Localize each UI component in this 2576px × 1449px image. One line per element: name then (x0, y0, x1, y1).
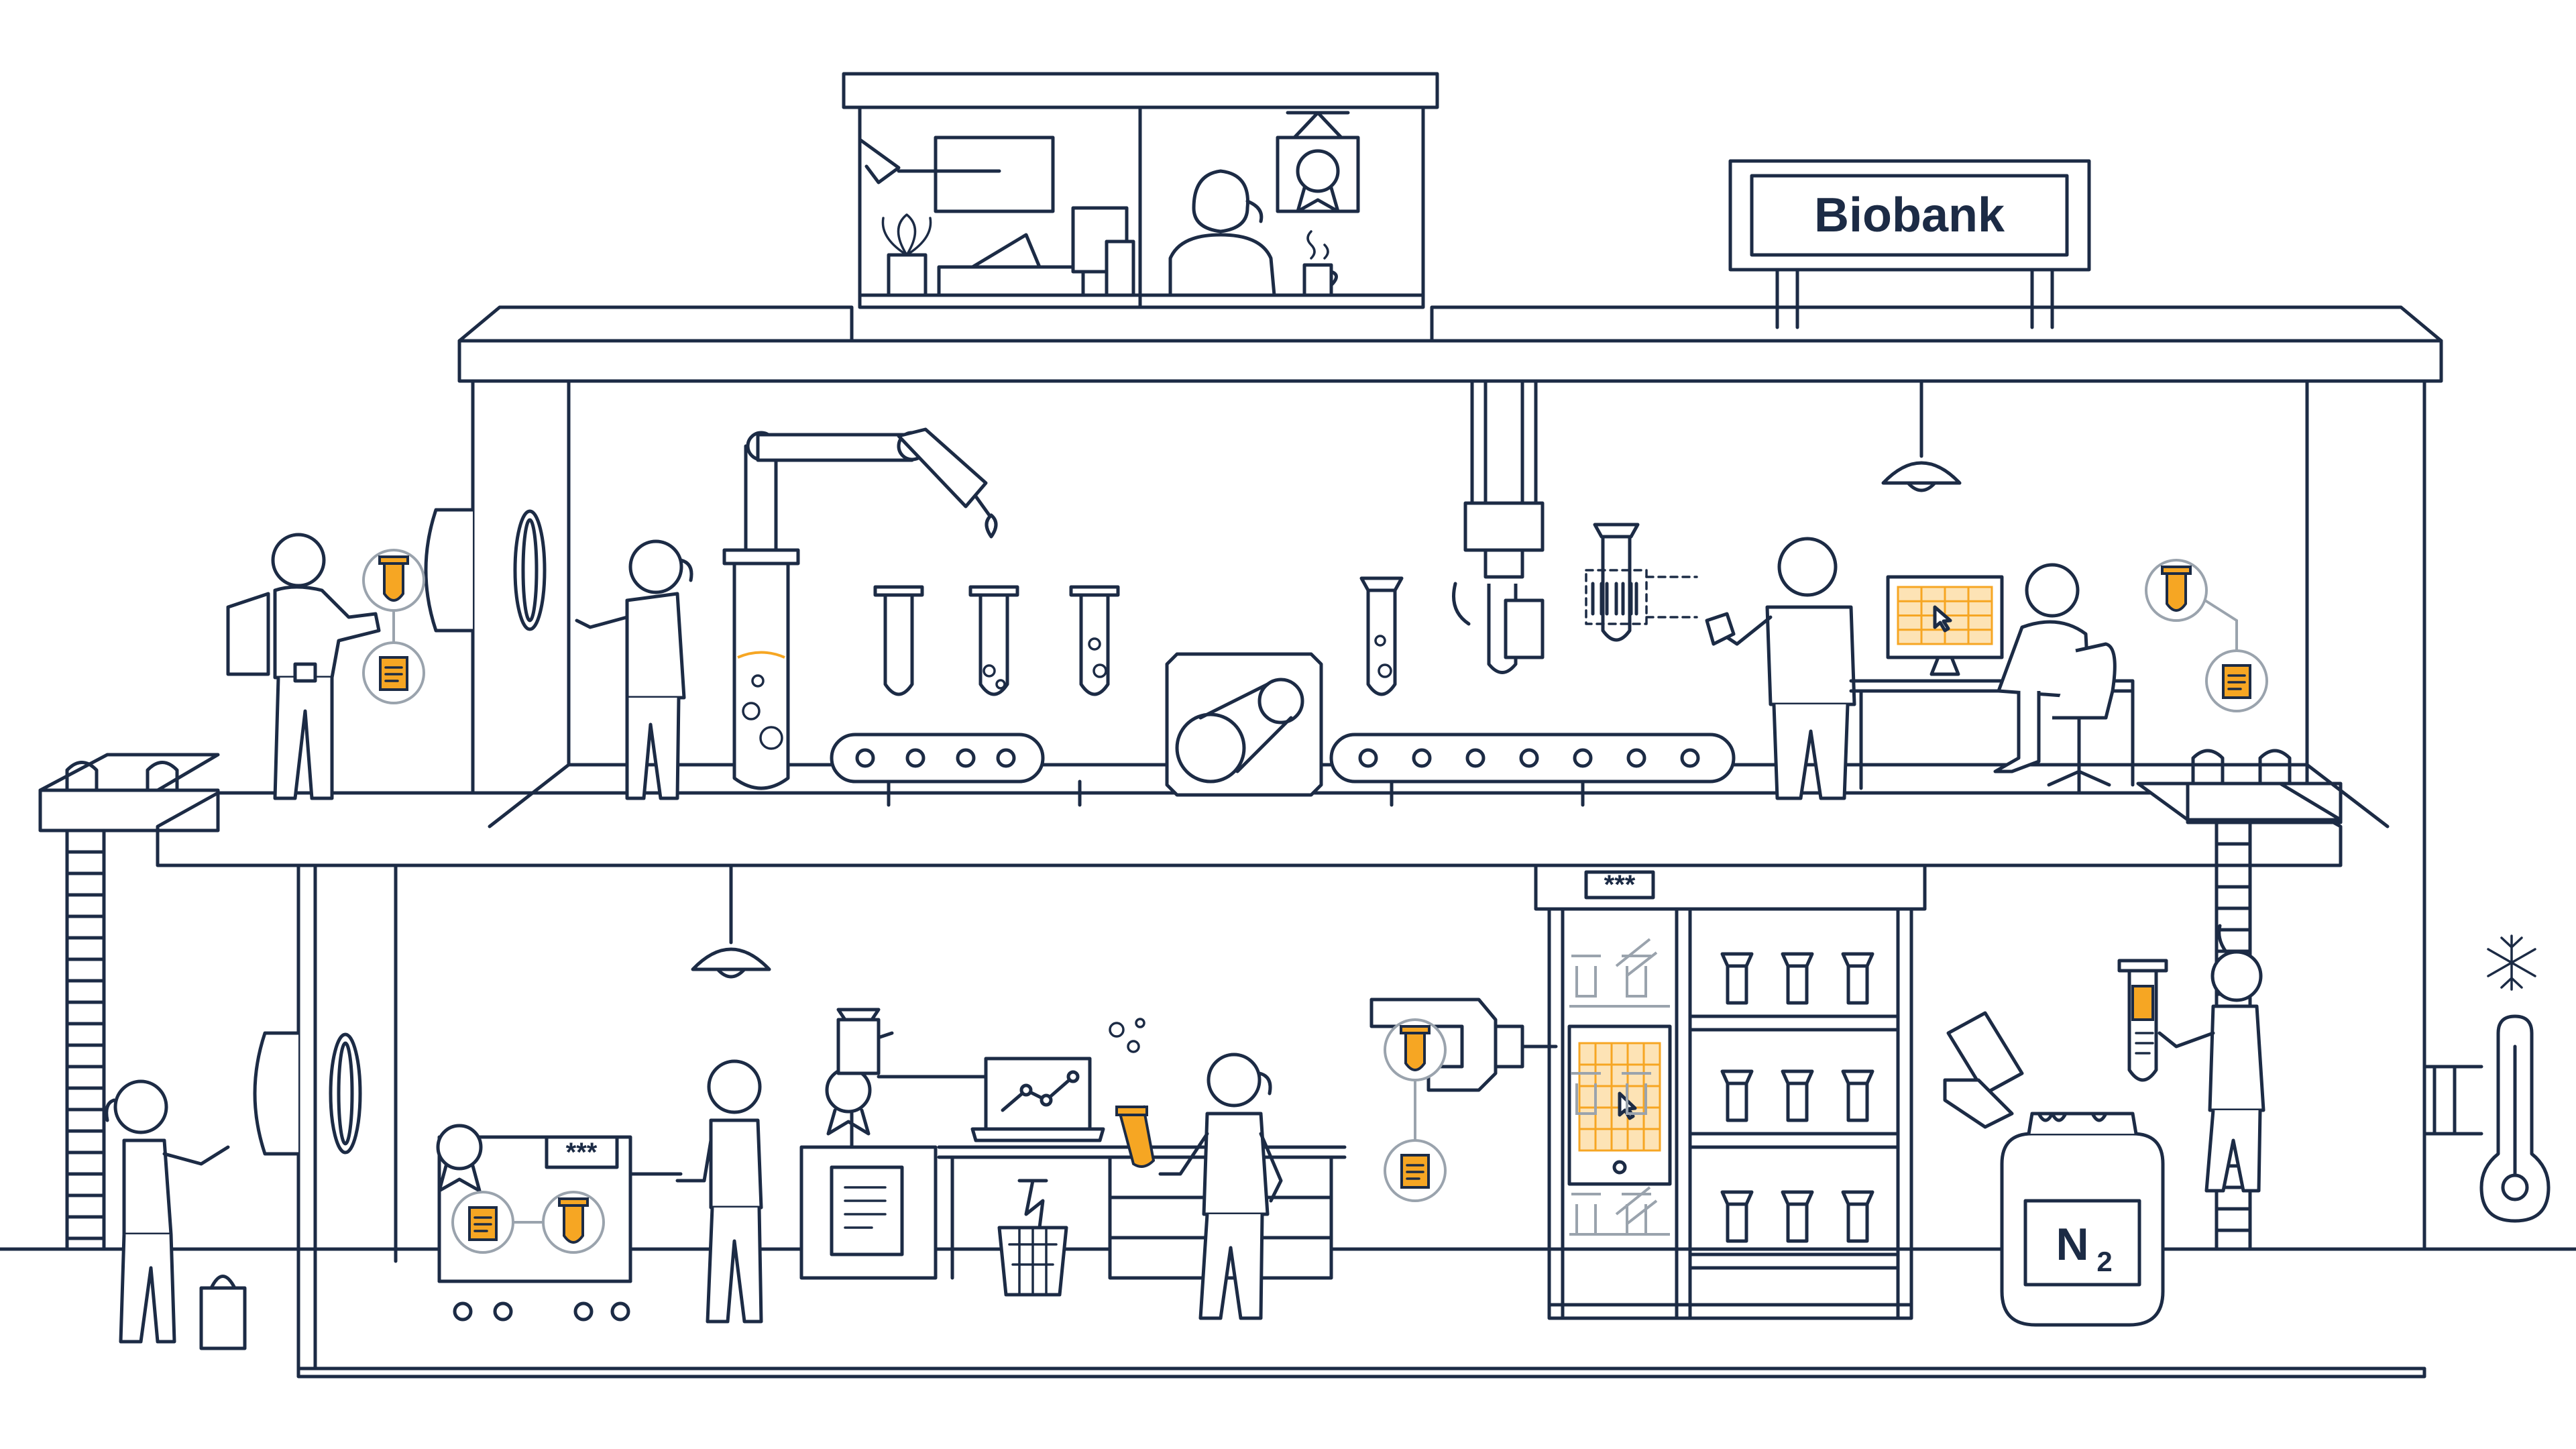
pipette-robot (722, 427, 998, 790)
snowflake-icon (2487, 934, 2536, 991)
lab-technician-lower (1115, 1053, 1283, 1320)
courier-person-lower (105, 1079, 247, 1350)
stored-sample-tube (1786, 1081, 1809, 1122)
stored-sample-tube (1622, 1193, 1651, 1236)
biobank-sign: Biobank (1728, 159, 2091, 329)
sample-cart: *** (436, 1124, 683, 1322)
stored-sample-cap (1720, 952, 1754, 968)
sample-tube-badge-left (362, 549, 425, 704)
test-tubes-row (873, 576, 1404, 696)
stored-sample-cap (1841, 1190, 1874, 1206)
ceiling-lamp (1881, 379, 1962, 492)
belt-roller (1519, 748, 1539, 768)
lab-bench (937, 1145, 1347, 1297)
biobank-sign-title: Biobank (1814, 189, 2005, 242)
workstation (1849, 563, 2135, 794)
stored-sample-tube (1622, 955, 1651, 998)
stored-sample-cap (1781, 952, 1814, 968)
belt-roller (1465, 748, 1486, 768)
barcode-scanner (1452, 379, 1698, 674)
stored-sample-tube (1846, 1202, 1869, 1243)
stair-technician (2117, 924, 2265, 1193)
building (156, 72, 2443, 1379)
stored-sample-tube (1726, 964, 1748, 1005)
lower-floor: *** (105, 863, 2551, 1350)
belt-roller (905, 748, 926, 768)
thermometer-icon (2422, 1014, 2551, 1223)
automated-storage: *** (1534, 863, 1927, 1320)
nitrogen-tank: N 2 (1943, 1011, 2165, 1327)
stored-sample-tube (1846, 964, 1869, 1005)
lab-technician-upper (575, 539, 693, 800)
robotic-gripper (1369, 998, 1558, 1202)
belt-roller (1573, 748, 1593, 768)
stored-sample-cap (1841, 1069, 1874, 1085)
stored-sample-tube (1571, 1072, 1601, 1115)
courier-person (226, 533, 381, 800)
nitrogen-label: N (2056, 1219, 2088, 1270)
stored-sample-cap (1720, 1190, 1754, 1206)
stored-sample-tube (1726, 1202, 1748, 1243)
stored-sample-cap (1781, 1069, 1814, 1085)
sample-tube-badge-right (2145, 559, 2268, 712)
upper-floor (226, 379, 2268, 807)
scanning-technician (1705, 537, 1856, 800)
belt-roller (1626, 748, 1646, 768)
belt-roller (855, 748, 875, 768)
ceiling-lamp-lower (691, 863, 771, 979)
stored-sample-tube (1786, 964, 1809, 1005)
stored-sample-cap (1841, 952, 1874, 968)
belt-roller (1680, 748, 1700, 768)
stored-sample-tube (1622, 1072, 1651, 1115)
stored-sample-tube (1786, 1202, 1809, 1243)
stored-sample-tube (1571, 955, 1601, 998)
belt-roller (1412, 748, 1432, 768)
left-staircase (38, 753, 220, 1251)
analytics-laptop (970, 1018, 1145, 1142)
stored-sample-cap (1781, 1190, 1814, 1206)
stored-sample-tube (1571, 1193, 1601, 1236)
cart-code: *** (566, 1138, 598, 1167)
conveyor-belt (830, 652, 1736, 807)
nitrogen-subscript: 2 (2096, 1246, 2112, 1277)
cart-technician (675, 1059, 763, 1324)
penthouse-office (858, 111, 1360, 297)
storage-code: *** (1604, 870, 1636, 900)
belt-roller (1358, 748, 1378, 768)
stored-sample-cap (1720, 1069, 1754, 1085)
stored-sample-tube (1726, 1081, 1748, 1122)
stored-sample-tube (1846, 1081, 1869, 1122)
cursor-icon (1933, 605, 1952, 633)
belt-roller (956, 748, 976, 768)
belt-roller (996, 748, 1016, 768)
analyzer-station (799, 1008, 988, 1280)
